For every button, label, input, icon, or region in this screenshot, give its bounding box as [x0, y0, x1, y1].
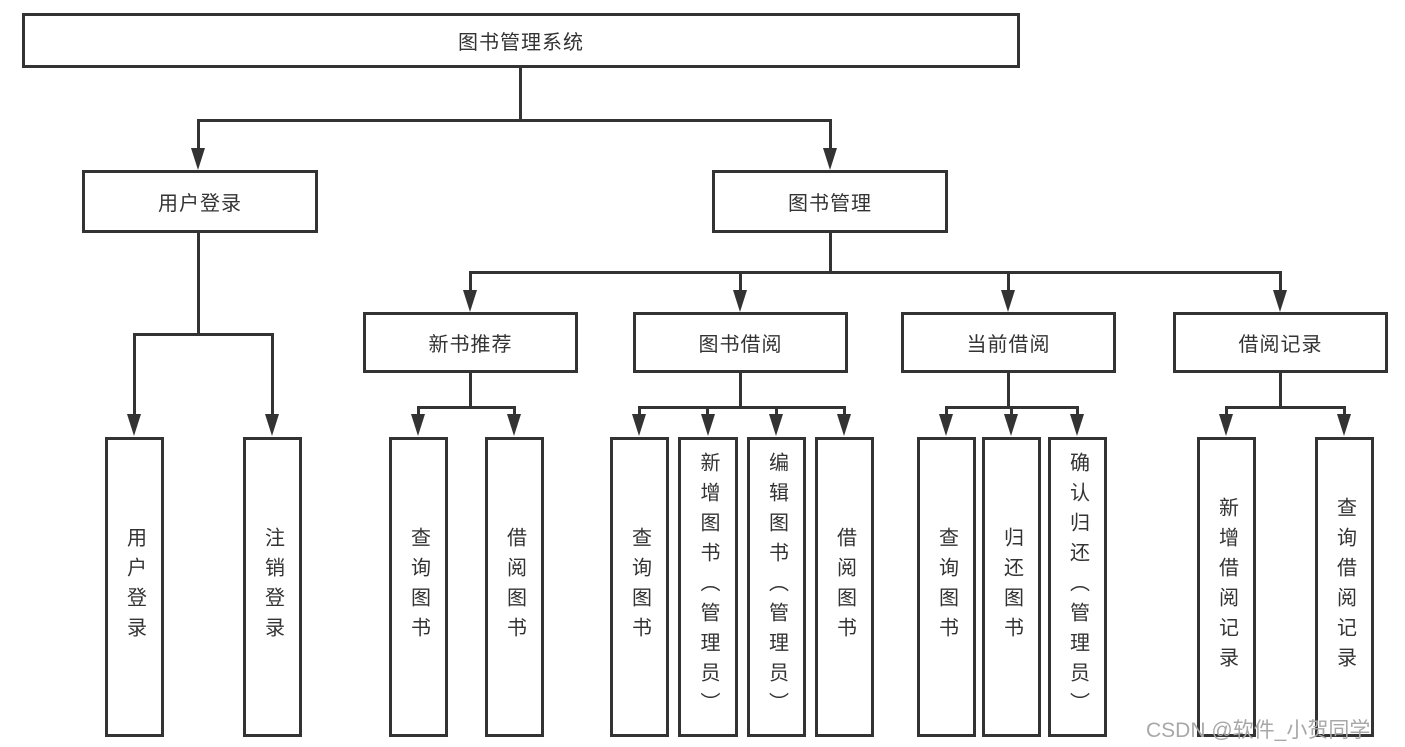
- arrow-down: [632, 414, 646, 436]
- arrow-down: [1070, 414, 1084, 436]
- node-book-management: 图书管理: [712, 170, 948, 233]
- connector-line: [945, 406, 948, 416]
- leaf-borrow-books-recommend: 借阅图书: [485, 437, 544, 737]
- arrow-down: [1001, 290, 1015, 312]
- connector-line: [843, 406, 846, 416]
- leaf-label: 编辑图书（管理员）: [765, 452, 788, 722]
- arrow-down: [769, 414, 783, 436]
- connector-line: [197, 233, 200, 336]
- connector-line: [1007, 373, 1010, 408]
- leaf-label: 确认归还（管理员）: [1066, 452, 1089, 722]
- arrow-down: [701, 414, 715, 436]
- connector-line: [1279, 373, 1282, 408]
- arrow-down: [191, 148, 205, 170]
- connector-line: [829, 233, 832, 273]
- connector-line: [1007, 271, 1010, 292]
- connector-line: [775, 406, 778, 416]
- leaf-label: 用户登录: [123, 527, 146, 647]
- connector-line: [469, 271, 472, 292]
- node-new-book-recommendation: 新书推荐: [363, 312, 578, 373]
- node-book-borrowing: 图书借阅: [633, 312, 848, 373]
- leaf-label: 查询图书: [628, 527, 651, 647]
- connector-line: [1076, 406, 1079, 416]
- connector-line: [417, 406, 516, 409]
- connector-line: [1225, 406, 1346, 409]
- connector-line: [271, 333, 274, 416]
- connector-line: [638, 406, 641, 416]
- connector-line: [197, 119, 831, 122]
- leaf-logout: 注销登录: [243, 437, 302, 737]
- leaf-label: 注销登录: [261, 527, 284, 647]
- node-current-borrowing: 当前借阅: [901, 312, 1116, 373]
- arrow-down: [823, 148, 837, 170]
- connector-line: [417, 406, 420, 416]
- leaf-borrow-books: 借阅图书: [815, 437, 874, 737]
- arrow-down: [507, 414, 521, 436]
- leaf-add-books-admin: 新增图书（管理员）: [678, 437, 738, 737]
- node-user-login: 用户登录: [82, 170, 318, 233]
- node-library-management-system: 图书管理系统: [22, 13, 1020, 68]
- leaf-label: 新增借阅记录: [1215, 497, 1238, 677]
- connector-line: [519, 68, 522, 120]
- arrow-down: [265, 414, 279, 436]
- connector-line: [1343, 406, 1346, 416]
- arrow-down: [1273, 290, 1287, 312]
- leaf-query-borrow-record: 查询借阅记录: [1315, 437, 1374, 737]
- arrow-down: [463, 290, 477, 312]
- connector-line: [197, 119, 200, 150]
- connector-line: [638, 406, 846, 409]
- arrow-down: [1004, 414, 1018, 436]
- leaf-user-login: 用户登录: [105, 437, 164, 737]
- leaf-query-books-current: 查询图书: [917, 437, 976, 737]
- leaf-label: 借阅图书: [503, 527, 526, 647]
- arrow-down: [837, 414, 851, 436]
- leaf-label: 查询图书: [407, 527, 430, 647]
- watermark: CSDN @软件_小贺同学: [1146, 719, 1371, 742]
- connector-line: [739, 373, 742, 408]
- connector-line: [739, 271, 742, 292]
- leaf-confirm-return-admin: 确认归还（管理员）: [1048, 437, 1107, 737]
- arrow-down: [1337, 414, 1351, 436]
- connector-line: [469, 271, 1282, 274]
- arrow-down: [939, 414, 953, 436]
- leaf-label: 归还图书: [1000, 527, 1023, 647]
- leaf-return-books: 归还图书: [982, 437, 1041, 737]
- leaf-label: 借阅图书: [833, 527, 856, 647]
- connector-line: [1225, 406, 1228, 416]
- connector-line: [1010, 406, 1013, 416]
- arrow-down: [127, 414, 141, 436]
- arrow-down: [733, 290, 747, 312]
- leaf-label: 查询借阅记录: [1333, 497, 1356, 677]
- leaf-query-books-borrowing: 查询图书: [610, 437, 669, 737]
- leaf-label: 查询图书: [935, 527, 958, 647]
- node-borrowing-records: 借阅记录: [1173, 312, 1388, 373]
- leaf-query-books-recommend: 查询图书: [389, 437, 448, 737]
- connector-line: [829, 119, 832, 150]
- leaf-label: 新增图书（管理员）: [697, 452, 719, 722]
- connector-line: [469, 373, 472, 408]
- connector-line: [513, 406, 516, 416]
- leaf-edit-books-admin: 编辑图书（管理员）: [747, 437, 806, 737]
- connector-line: [133, 333, 136, 416]
- connector-line: [133, 333, 274, 336]
- arrow-down: [411, 414, 425, 436]
- arrow-down: [1219, 414, 1233, 436]
- leaf-add-borrow-record: 新增借阅记录: [1197, 437, 1256, 737]
- connector-line: [706, 406, 709, 416]
- connector-line: [1279, 271, 1282, 292]
